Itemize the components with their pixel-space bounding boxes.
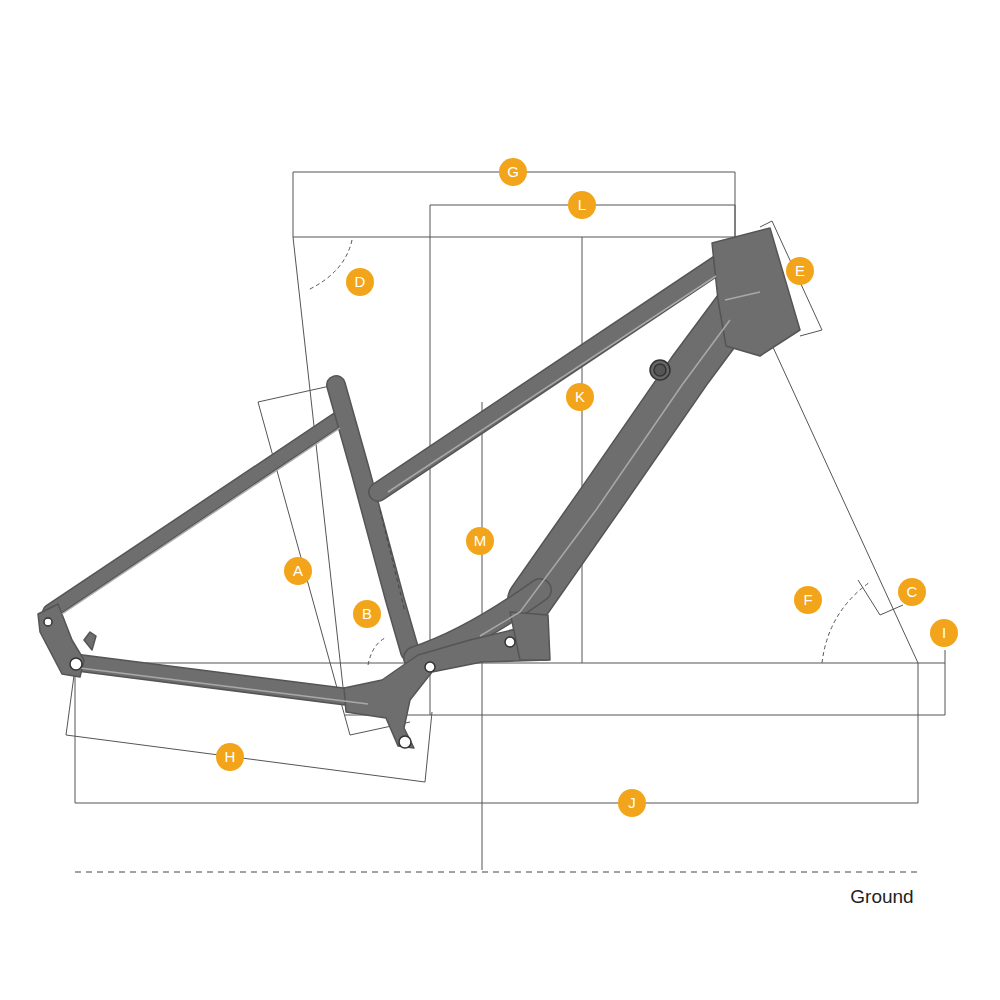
callout-letter: K (566, 383, 594, 411)
callout-letter: D (346, 268, 374, 296)
callout-letter: E (786, 257, 814, 285)
frame-parts (38, 228, 800, 748)
callout-letter: G (499, 158, 527, 186)
pivots (44, 360, 670, 748)
callout-letter: C (898, 578, 926, 606)
cable-port (380, 510, 405, 612)
callout-letter: A (284, 557, 312, 585)
frame (50, 262, 742, 700)
callout-letter: I (930, 619, 958, 647)
callout-letter: M (466, 527, 494, 555)
callout-letter: H (216, 743, 244, 771)
callout-letter: J (618, 789, 646, 817)
callout-letter: L (568, 191, 596, 219)
ground-line (75, 872, 920, 873)
callout-letter: F (794, 586, 822, 614)
ground-label: Ground (850, 886, 913, 908)
callout-letter: B (353, 600, 381, 628)
frame-inner-lines (62, 276, 760, 704)
